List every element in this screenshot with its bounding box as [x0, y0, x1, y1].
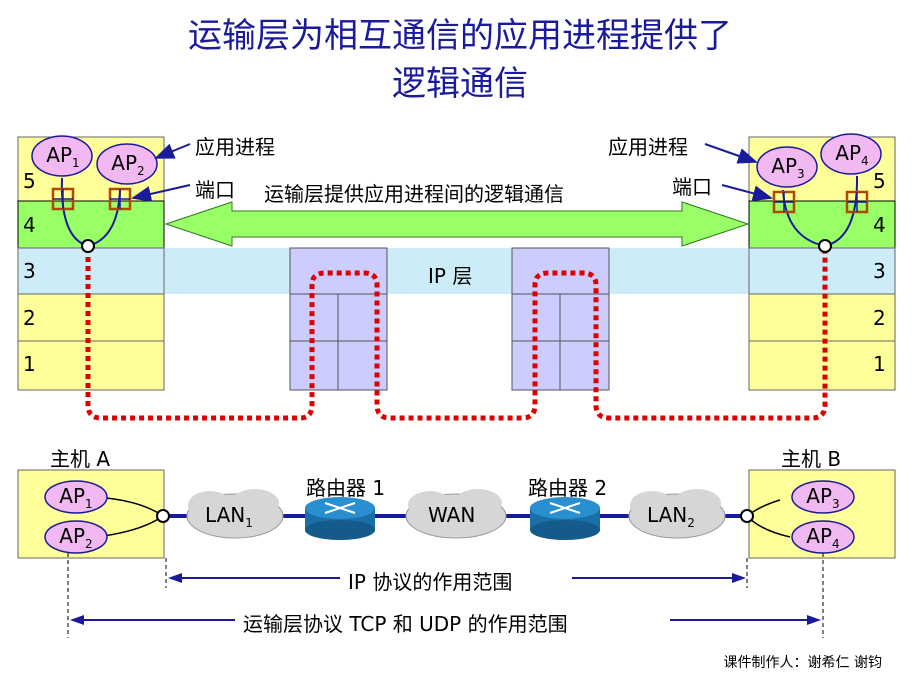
ap4-bubble	[820, 133, 882, 175]
host-b-socket	[818, 239, 832, 253]
router2-icon	[530, 497, 600, 540]
layer-number-3-right: 3	[873, 259, 886, 283]
host-a-label: 主机 A	[50, 447, 111, 471]
ap2-label: AP2	[111, 151, 145, 178]
port-label-right: 端口	[672, 175, 712, 199]
router1-stack	[289, 247, 388, 391]
ap4-label-lower: AP4	[806, 524, 840, 551]
layer-number-1-right: 1	[873, 352, 886, 376]
ap2-label-lower: AP2	[59, 524, 93, 551]
logical-comm-label: 运输层提供应用进程间的逻辑通信	[264, 182, 564, 206]
lan2-cloud	[628, 489, 726, 539]
ap3-bubble-lower	[791, 480, 855, 514]
layer-number-4-left: 4	[23, 213, 36, 237]
layer-number-2-left: 2	[23, 306, 36, 330]
transport-scope-label: 运输层协议 TCP 和 UDP 的作用范围	[243, 612, 568, 636]
lan1-label: LAN1	[205, 503, 253, 530]
wan-label: WAN	[428, 503, 476, 527]
port-label-left: 端口	[195, 178, 235, 202]
logical-communication-arrow	[164, 201, 750, 247]
ap1-bubble-lower	[44, 480, 108, 514]
host-b-stack	[748, 136, 896, 391]
port-icon-right-1	[772, 190, 796, 214]
wan-cloud	[405, 489, 507, 539]
ap2-bubble-lower	[44, 520, 108, 554]
footer-credit: 课件制作人：谢希仁 谢钧	[723, 655, 882, 671]
router1-icon	[305, 497, 375, 540]
page-title-line2: 逻辑通信	[392, 64, 528, 104]
layer-number-3-left: 3	[23, 259, 36, 283]
lan2-label: LAN2	[647, 503, 695, 530]
ap3-label-lower: AP3	[806, 484, 840, 511]
app-process-label-right: 应用进程	[608, 135, 688, 159]
router1-label: 路由器 1	[306, 476, 386, 500]
layer-number-4-right: 4	[873, 213, 886, 237]
data-path-dotted	[85, 248, 828, 421]
layer-number-5-left: 5	[23, 169, 36, 193]
port-icon-left-1	[51, 187, 75, 211]
ap1-label-lower: AP1	[59, 484, 93, 511]
ap1-bubble	[31, 135, 93, 177]
ap1-label: AP1	[46, 143, 80, 170]
port-icon-right-2	[845, 190, 869, 214]
ip-scope-label: IP 协议的作用范围	[348, 570, 513, 594]
router2-stack	[511, 247, 610, 391]
page-title-line1: 运输层为相互通信的应用进程提供了	[188, 16, 732, 56]
router2-label: 路由器 2	[528, 476, 608, 500]
ap3-label: AP3	[771, 154, 805, 181]
layer-number-5-right: 5	[873, 169, 886, 193]
host-b-label: 主机 B	[781, 447, 842, 471]
ap2-bubble	[96, 143, 158, 185]
lan1-cloud	[186, 489, 284, 539]
port-icon-left-2	[108, 187, 132, 211]
app-process-label-left: 应用进程	[195, 135, 275, 159]
ip-layer-band	[163, 248, 751, 294]
layer-number-1-left: 1	[23, 352, 36, 376]
ap4-label: AP4	[835, 141, 869, 168]
host-a-socket	[81, 239, 95, 253]
ap3-bubble	[756, 146, 818, 188]
ip-layer-label: IP 层	[428, 264, 473, 288]
layer-number-2-right: 2	[873, 306, 886, 330]
